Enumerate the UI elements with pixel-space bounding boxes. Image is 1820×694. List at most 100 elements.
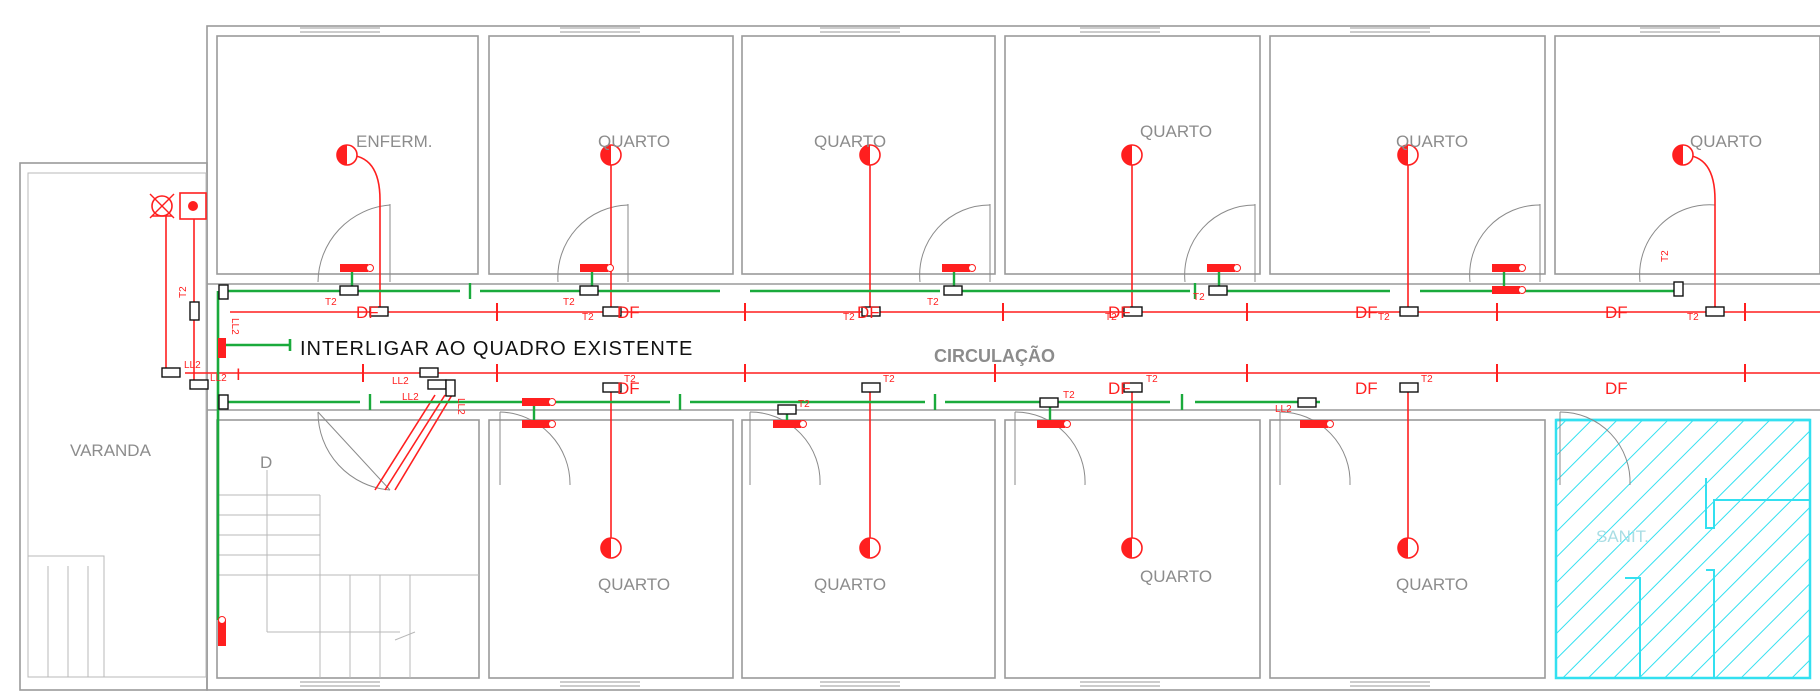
room-label-sanit: SANIT. — [1596, 527, 1649, 546]
outlet-icon — [218, 338, 226, 358]
tag-t2: T2 — [927, 297, 939, 308]
outlet-icon — [522, 398, 556, 428]
room-label-quarto: QUARTO — [1396, 575, 1468, 594]
tag-ll2: LL2 — [229, 318, 240, 335]
room-label-quarto: QUARTO — [814, 132, 886, 151]
tag-ll2: LL2 — [392, 376, 409, 387]
cable-label-df: DF — [1605, 303, 1628, 322]
tag-t2: T2 — [563, 297, 575, 308]
tag-ll2: LL2 — [1275, 404, 1292, 415]
junction-box-icon — [218, 394, 229, 410]
outlet-icon — [580, 264, 614, 289]
junction-box-icon — [427, 379, 447, 390]
cable-label-df: DF — [1605, 379, 1628, 398]
stair-direction-label: D — [260, 453, 272, 472]
cable-label-df: DF — [1355, 303, 1378, 322]
junction-box-icon — [339, 285, 359, 296]
light-point-icon — [1121, 144, 1143, 166]
cable-label-df: DF — [617, 379, 640, 398]
room-label-circulacao: CIRCULAÇÃO — [934, 345, 1055, 366]
tag-ll2: LL2 — [210, 373, 227, 384]
light-point-icon — [600, 144, 622, 166]
tag-t2: T2 — [624, 374, 636, 385]
junction-box-icon — [1673, 281, 1684, 297]
outlet-icon — [1037, 406, 1071, 428]
outlet-icon — [340, 264, 374, 289]
tag-t2: T2 — [1687, 312, 1699, 323]
junction-box-icon — [1123, 382, 1143, 393]
tag-t2: T2 — [178, 286, 189, 298]
light-point-icon — [336, 144, 358, 166]
light-point-icon — [859, 537, 881, 559]
tag-t2: T2 — [582, 312, 594, 323]
junction-box-icon — [161, 367, 181, 378]
room-labels: ENFERM. QUARTO QUARTO QUARTO QUARTO QUAR… — [70, 122, 1762, 594]
room-label-quarto: QUARTO — [1140, 122, 1212, 141]
light-points — [336, 144, 1694, 559]
light-point-icon — [1397, 537, 1419, 559]
tag-t2: T2 — [1378, 312, 1390, 323]
junction-box-icon — [1399, 382, 1419, 393]
junction-box-icon — [189, 379, 209, 390]
cable-label-df: DF — [617, 303, 640, 322]
room-label-varanda: VARANDA — [70, 441, 152, 460]
outlet-icon — [1492, 286, 1526, 294]
junction-box-icon — [1123, 306, 1143, 317]
junction-box-icon — [777, 404, 797, 415]
cable-label-df: DF — [356, 303, 379, 322]
walls — [19, 25, 1820, 691]
room-label-quarto: QUARTO — [1140, 567, 1212, 586]
room-label-enferm: ENFERM. — [356, 132, 433, 151]
outlet-icon — [218, 616, 226, 646]
junction-box-icon — [218, 284, 229, 300]
tag-t2: T2 — [1063, 390, 1075, 401]
junction-box-icon — [1208, 285, 1228, 296]
cable-labels: DF DF DF DF DF DF DF DF DF DF I T2 T2 T2… — [178, 250, 1699, 415]
tag-t2: T2 — [1193, 292, 1205, 303]
outlet-icon — [942, 264, 976, 289]
room-label-quarto: QUARTO — [598, 575, 670, 594]
room-label-quarto: QUARTO — [1690, 132, 1762, 151]
junction-box-icon — [861, 382, 881, 393]
tag-t2: T2 — [1421, 374, 1433, 385]
junction-box-icon — [1705, 306, 1725, 317]
panel-icon — [179, 192, 207, 220]
cable-label-df: DF — [1355, 379, 1378, 398]
tag-t2: T2 — [883, 374, 895, 385]
junction-box-icon — [943, 285, 963, 296]
junction-box-icon — [1399, 306, 1419, 317]
room-label-quarto: QUARTO — [598, 132, 670, 151]
cable-label-df: DF — [1108, 303, 1131, 322]
junction-box-icon — [189, 301, 200, 321]
room-label-quarto: QUARTO — [814, 575, 886, 594]
red-cable-runs — [165, 154, 1820, 548]
tag-ll2: LL2 — [184, 360, 201, 371]
junction-box-icon — [1039, 397, 1059, 408]
stairs — [217, 470, 479, 678]
tag-t2: T2 — [325, 297, 337, 308]
connection-note: INTERLIGAR AO QUADRO EXISTENTE — [300, 338, 693, 360]
junction-box-icon — [419, 367, 439, 378]
tag-ll2: LL2 — [402, 392, 419, 403]
alarm-icon — [149, 193, 175, 219]
room-label-quarto: QUARTO — [1396, 132, 1468, 151]
junction-box-icon — [861, 306, 881, 317]
tag-ll2: LL2 — [455, 398, 466, 415]
junction-box-icon — [1297, 397, 1317, 408]
junction-boxes — [161, 281, 1725, 415]
junction-box-icon — [369, 306, 389, 317]
cable-label-i: I — [236, 365, 241, 384]
tag-t2: T2 — [1105, 312, 1117, 323]
outlet-icon — [1300, 420, 1334, 428]
tag-t2: T2 — [798, 399, 810, 410]
light-point-icon — [1397, 144, 1419, 166]
junction-box-icon — [602, 382, 622, 393]
green-conduits — [216, 283, 1680, 620]
outlet-icon — [1207, 264, 1241, 289]
tag-t2: T2 — [1660, 250, 1671, 262]
light-point-icon — [600, 537, 622, 559]
cable-label-df: DF — [857, 303, 880, 322]
cable-label-df: DF — [1108, 379, 1131, 398]
light-point-icon — [1672, 144, 1694, 166]
